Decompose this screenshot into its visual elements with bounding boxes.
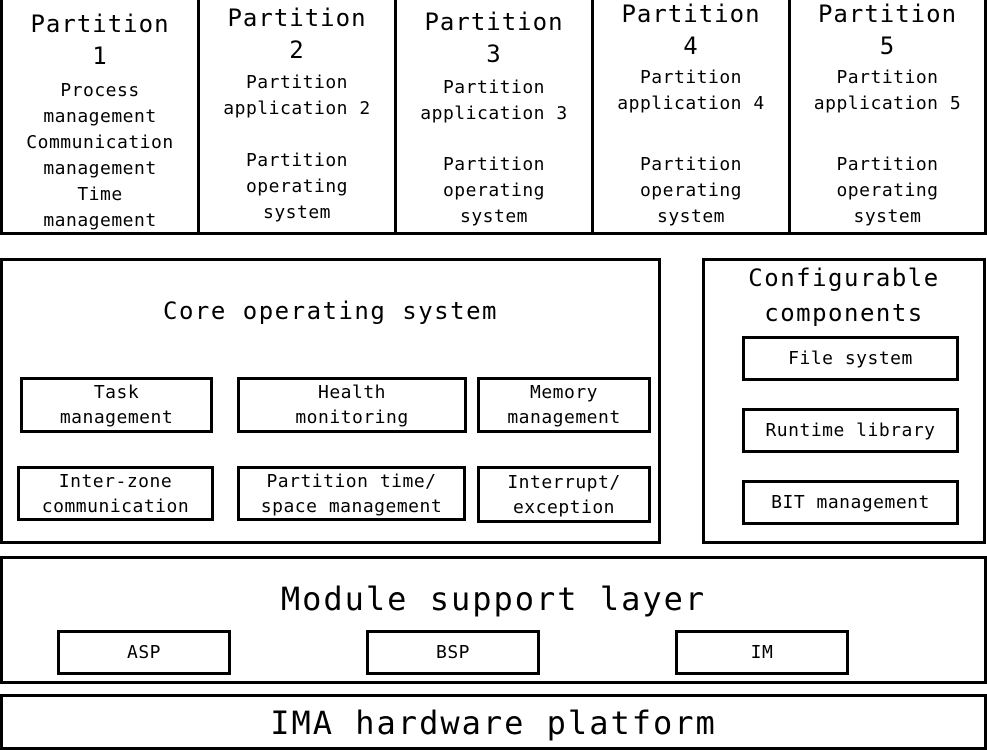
partition-1-item: management — [43, 158, 157, 179]
partition-2-app-line1: Partition — [245, 72, 349, 93]
partition-4-application: Partition application 4 — [594, 65, 788, 117]
core-os-panel: Core operating system Task management He… — [0, 258, 661, 544]
module-label: exception — [512, 496, 616, 518]
partition-4: Partition 4 Partition application 4 Part… — [591, 0, 791, 235]
partition-4-os-line2: operating — [639, 180, 743, 201]
module-label: monitoring — [295, 407, 409, 428]
inter-zone-communication-box: Inter-zone communication — [17, 466, 214, 521]
partition-2-os-line1: Partition — [245, 150, 349, 171]
partition-4-title-line2: 4 — [683, 32, 699, 60]
partition-1-title-line2: 1 — [92, 42, 108, 70]
partition-5-title-line2: 5 — [879, 32, 896, 60]
partition-3: Partition 3 Partition application 3 Part… — [394, 0, 594, 235]
partition-1-item: Process — [60, 80, 140, 101]
partition-2-os: Partition operating system — [200, 148, 394, 226]
partition-2: Partition 2 Partition application 2 Part… — [197, 0, 397, 235]
hardware-platform-panel: IMA hardware platform — [0, 694, 987, 750]
module-label: Interrupt/ — [507, 471, 621, 493]
partition-3-os-line1: Partition — [442, 154, 546, 175]
partition-5-os-line2: operating — [836, 180, 939, 201]
partition-3-app-line2: application 3 — [420, 103, 568, 124]
partition-3-title-line2: 3 — [486, 40, 502, 68]
partition-1-title-line1: Partition — [30, 10, 170, 38]
module-label: Memory — [529, 382, 599, 403]
memory-management-box: Memory management — [477, 377, 651, 433]
partition-3-title-line1: Partition — [424, 8, 564, 36]
partition-1: Partition 1 Process management Communica… — [0, 0, 200, 235]
module-label: management — [507, 407, 621, 428]
module-label: Partition time/ — [266, 470, 437, 492]
partition-1-title: Partition 1 — [3, 8, 197, 72]
hardware-platform-title: IMA hardware platform — [270, 704, 717, 742]
module-label: management — [59, 407, 174, 428]
partition-3-application: Partition application 3 — [397, 75, 591, 127]
partition-2-application: Partition application 2 — [200, 70, 394, 122]
partition-5-os-line1: Partition — [836, 154, 939, 175]
partition-time-space-box: Partition time/ space management — [237, 466, 466, 521]
partition-3-os: Partition operating system — [397, 152, 591, 230]
partition-5: Partition 5 Partition application 5 Part… — [788, 0, 987, 235]
runtime-library-box: Runtime library — [742, 408, 959, 453]
configurable-title: Configurable components — [705, 261, 983, 331]
module-label: communication — [41, 495, 190, 517]
asp-box: ASP — [57, 630, 231, 675]
partition-4-app-line1: Partition — [639, 67, 743, 88]
module-label: space management — [260, 495, 443, 517]
partition-1-item: Time — [77, 184, 123, 205]
interrupt-exception-box: Interrupt/ exception — [477, 466, 651, 523]
configurable-title-line2: components — [764, 299, 924, 327]
module-label: Inter-zone — [58, 470, 173, 492]
file-system-box: File system — [742, 336, 959, 381]
partition-2-os-line3: system — [262, 202, 332, 223]
partition-5-os-line3: system — [853, 206, 922, 227]
partition-5-title: Partition 5 — [791, 0, 984, 62]
partition-4-os-line1: Partition — [639, 154, 743, 175]
partition-5-app-line1: Partition — [836, 67, 939, 88]
partition-4-os: Partition operating system — [594, 152, 788, 230]
health-monitoring-box: Health monitoring — [237, 377, 467, 433]
partition-1-item: Communication — [26, 132, 174, 153]
bsp-box: BSP — [366, 630, 540, 675]
partition-2-title-line1: Partition — [227, 4, 367, 32]
partition-3-os-line3: system — [459, 206, 529, 227]
partition-5-app-line2: application 5 — [813, 93, 962, 114]
module-label: Health — [317, 382, 387, 403]
partition-4-title: Partition 4 — [594, 0, 788, 62]
partition-5-title-line1: Partition — [817, 0, 958, 28]
partition-2-app-line2: application 2 — [223, 98, 371, 119]
partition-4-os-line3: system — [656, 206, 726, 227]
partition-5-application: Partition application 5 — [791, 65, 984, 117]
configurable-components-panel: Configurable components File system Runt… — [702, 258, 986, 544]
module-support-title: Module support layer — [280, 580, 707, 618]
partition-2-title-line2: 2 — [289, 36, 305, 64]
partition-3-app-line1: Partition — [442, 77, 546, 98]
configurable-title-line1: Configurable — [748, 264, 940, 292]
core-os-title: Core operating system — [163, 297, 498, 325]
module-support-layer-panel: Module support layer ASP BSP IM — [0, 556, 987, 684]
partition-2-os-line2: operating — [245, 176, 349, 197]
partition-5-os: Partition operating system — [791, 152, 984, 230]
bit-management-box: BIT management — [742, 480, 959, 525]
partition-4-title-line1: Partition — [621, 0, 761, 28]
im-box: IM — [675, 630, 849, 675]
task-management-box: Task management — [20, 377, 213, 433]
partition-1-item: management — [43, 106, 157, 127]
partition-4-app-line2: application 4 — [617, 93, 765, 114]
module-label: Task — [93, 382, 140, 403]
partition-3-title: Partition 3 — [397, 6, 591, 70]
partition-3-os-line2: operating — [442, 180, 546, 201]
partition-1-item: management — [43, 210, 157, 231]
partition-1-services: Process management Communication managem… — [3, 78, 197, 234]
partition-2-title: Partition 2 — [200, 2, 394, 66]
